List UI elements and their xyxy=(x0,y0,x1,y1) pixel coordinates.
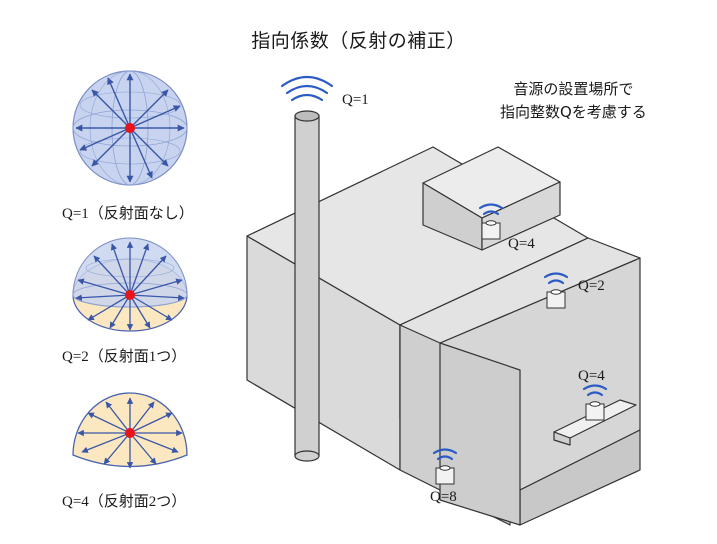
label-roof-box-q: Q=4 xyxy=(508,236,535,252)
chimney xyxy=(294,110,320,462)
caption-q4: Q=4（反射面2つ） xyxy=(62,494,187,510)
caption-q1: Q=1（反射面なし） xyxy=(62,206,194,222)
radiation-arrows xyxy=(75,241,185,331)
radiation-arrows xyxy=(77,397,183,469)
factory-building xyxy=(246,146,641,526)
explanation-note: 音源の設置場所で 指向整数Qを考慮する xyxy=(500,78,647,124)
note-line-2: 指向整数Qを考慮する xyxy=(500,103,647,121)
speaker-wall-shelf xyxy=(585,401,605,421)
speaker-ground-corner xyxy=(435,465,455,485)
label-roof-q: Q=2 xyxy=(578,278,605,294)
sound-waves xyxy=(280,75,608,461)
quarter-sphere-radiation xyxy=(72,392,188,469)
caption-q2: Q=2（反射面1つ） xyxy=(62,349,187,365)
sound-source-dot xyxy=(125,428,135,438)
hemisphere-half-radiation xyxy=(72,237,188,332)
label-wall-shelf-q: Q=4 xyxy=(578,368,605,384)
speaker-roof xyxy=(546,289,566,309)
label-chimney-q: Q=1 xyxy=(342,92,369,108)
sound-source-dot xyxy=(125,290,135,300)
diagram-title: 指向係数（反射の補正） xyxy=(251,30,466,52)
speaker-roof-box xyxy=(481,220,501,240)
label-ground-corner-q: Q=8 xyxy=(430,489,457,505)
sphere-full-radiation xyxy=(72,70,188,186)
radiation-arrows xyxy=(75,73,185,183)
sound-source-dot xyxy=(125,123,135,133)
note-line-1: 音源の設置場所で xyxy=(513,80,634,98)
